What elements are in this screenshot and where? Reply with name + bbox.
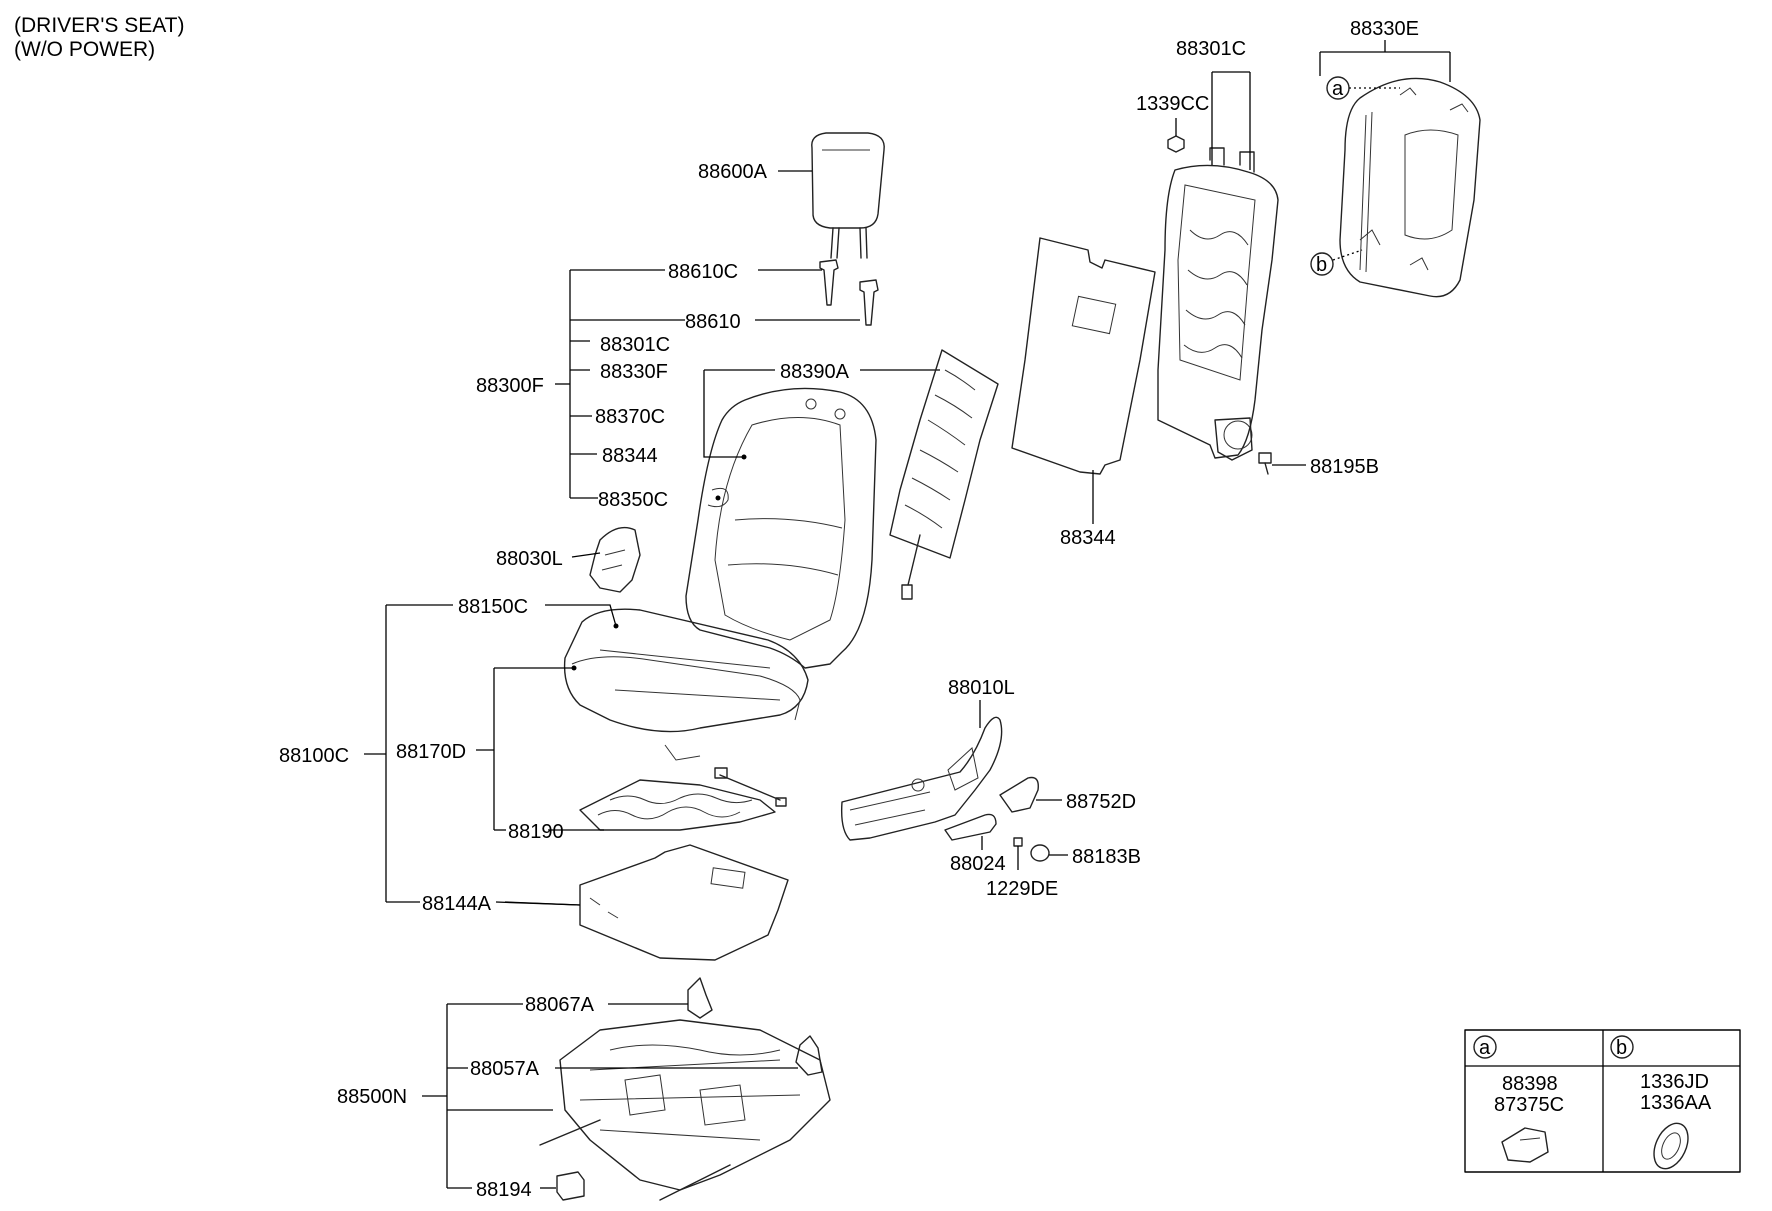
legend-b-letter: b <box>1616 1037 1627 1059</box>
lever-88752D-drawing <box>999 776 1039 813</box>
header-subtitle: (W/O POWER) <box>14 38 155 61</box>
bracket-88301C-frame <box>1211 71 1251 170</box>
clip-b-icon <box>1653 1122 1689 1170</box>
bracket-88067A-drawing <box>687 977 713 1019</box>
callout-a: a <box>1326 76 1400 100</box>
bracket-88170D <box>476 667 574 831</box>
label-88144A: 88144A <box>422 893 492 915</box>
heater-mat-drawing <box>889 349 999 600</box>
label-88600A: 88600A <box>698 161 768 183</box>
label-88030L: 88030L <box>496 548 563 570</box>
seat-track-drawing <box>539 1019 831 1201</box>
nut-1339CC <box>1167 135 1185 153</box>
bolt-88195B <box>1258 452 1272 475</box>
label-88024: 88024 <box>950 853 1006 875</box>
seat-mat-drawing <box>579 844 789 961</box>
label-88150C: 88150C <box>458 596 528 618</box>
label-88390A: 88390A <box>780 361 850 383</box>
label-88190: 88190 <box>508 821 564 843</box>
side-shield-drawing <box>840 716 1003 841</box>
header-title: (DRIVER'S SEAT) <box>14 14 184 37</box>
label-88344-list: 88344 <box>602 445 658 467</box>
label-88010L: 88010L <box>948 677 1015 699</box>
seatback-frame-drawing <box>1157 147 1279 461</box>
side-cover-88030L-drawing <box>589 526 641 593</box>
label-88301C-frame: 88301C <box>1176 38 1246 60</box>
leader-88030L <box>571 552 601 558</box>
label-88350C: 88350C <box>598 489 668 511</box>
label-1339CC: 1339CC <box>1136 93 1209 115</box>
label-88195B: 88195B <box>1310 456 1379 478</box>
screw-1229DE-drawing <box>1013 837 1023 847</box>
cap-88183B-drawing <box>1030 844 1050 862</box>
label-88330E: 88330E <box>1350 18 1419 40</box>
seatback-board-drawing <box>1339 77 1481 298</box>
label-88610: 88610 <box>685 311 741 333</box>
leader-88370C <box>703 370 744 458</box>
label-88610C: 88610C <box>668 261 738 283</box>
legend-a-letter: a <box>1479 1037 1491 1059</box>
label-88100C: 88100C <box>279 745 349 767</box>
label-88752D: 88752D <box>1066 791 1136 813</box>
leader-88150C <box>545 604 617 627</box>
sensor-88194-drawing <box>556 1171 585 1201</box>
seatback-pad-drawing <box>1011 237 1156 475</box>
headrest-drawing <box>811 132 885 259</box>
label-88301C-list: 88301C <box>600 334 670 356</box>
label-88067A: 88067A <box>525 994 595 1016</box>
label-88370C: 88370C <box>595 406 665 428</box>
bracket-88057A-drawing <box>795 1035 823 1076</box>
label-88057A: 88057A <box>470 1058 540 1080</box>
legend-b-part-2: 1336AA <box>1640 1092 1712 1114</box>
headrest-guide-drawing <box>819 259 879 326</box>
label-88194: 88194 <box>476 1179 532 1201</box>
cushion-cover-drawing <box>563 608 809 761</box>
label-88500N: 88500N <box>337 1086 407 1108</box>
bracket-88330E <box>1319 40 1451 82</box>
dot-88350C <box>715 495 721 501</box>
label-88183B: 88183B <box>1072 846 1141 868</box>
legend-table <box>1464 1029 1741 1173</box>
callout-b: b <box>1310 249 1363 276</box>
handle-88024-drawing <box>944 813 997 841</box>
legend-a-part-1: 88398 <box>1502 1073 1558 1095</box>
bracket-88500N <box>422 1003 798 1189</box>
bracket-88300F <box>555 269 860 499</box>
label-88300F: 88300F <box>476 375 544 397</box>
label-88170D: 88170D <box>396 741 466 763</box>
label-1229DE: 1229DE <box>986 878 1058 900</box>
clip-a-icon <box>1501 1127 1549 1163</box>
label-88344-pad: 88344 <box>1060 527 1116 549</box>
svg-text:a: a <box>1332 78 1344 100</box>
legend-b-part-1: 1336JD <box>1640 1071 1709 1093</box>
label-88330F: 88330F <box>600 361 668 383</box>
svg-text:b: b <box>1316 254 1327 276</box>
dot-88170D <box>571 665 577 671</box>
seatback-cover-drawing <box>685 387 877 669</box>
cushion-pad-drawing <box>571 656 801 721</box>
leader-88144A <box>504 901 581 906</box>
cushion-spring-drawing <box>579 767 787 831</box>
legend-a-part-2: 87375C <box>1494 1094 1564 1116</box>
